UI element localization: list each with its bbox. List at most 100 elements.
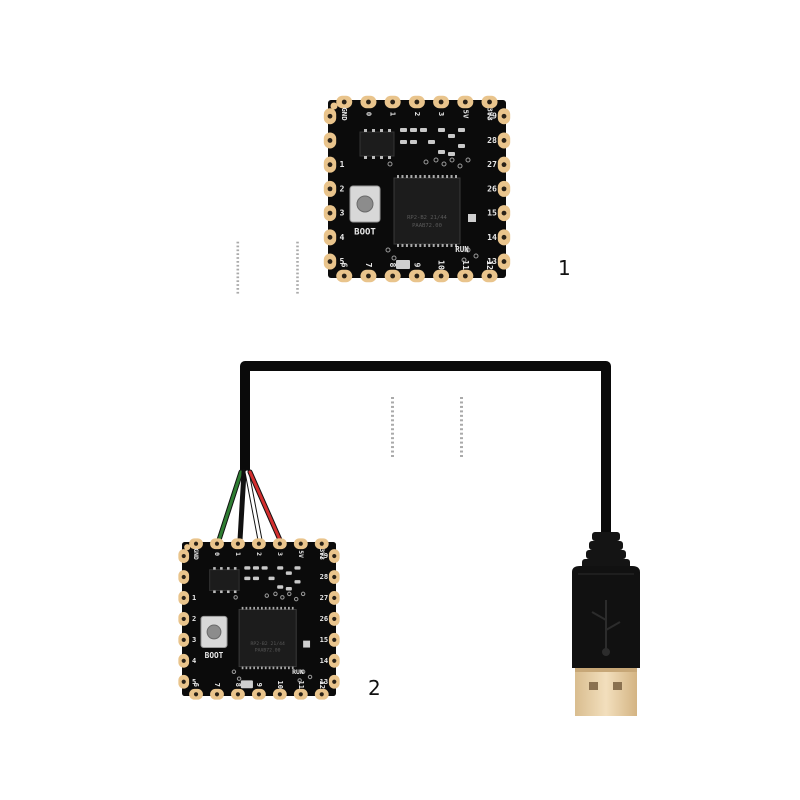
pad-top — [433, 95, 450, 109]
pad-left — [178, 549, 190, 563]
rp2040-chip — [393, 177, 461, 245]
pad-left — [178, 570, 190, 584]
cable-wires — [216, 469, 283, 543]
pad-bottom — [272, 688, 287, 700]
pad-bottom — [293, 688, 308, 700]
pin-label-bottom: 7 — [213, 683, 222, 687]
pin-label-left: 4 — [192, 656, 196, 665]
smd-component — [285, 571, 292, 575]
figure-label-2: 2 — [368, 676, 381, 700]
smd-component — [400, 140, 407, 144]
pad-right — [497, 229, 511, 246]
pad-bottom — [384, 269, 401, 283]
crystal — [240, 680, 253, 689]
pad-right — [328, 632, 340, 647]
pad-right — [497, 180, 511, 197]
pad-right — [328, 591, 340, 605]
smd-component — [252, 566, 259, 570]
flash-chip — [209, 569, 240, 591]
pad-left — [323, 156, 337, 173]
pin-label-right: 14 — [487, 232, 497, 242]
smd-component — [448, 134, 455, 138]
smd-component — [285, 586, 292, 591]
pin-label-left: 5 — [340, 256, 345, 266]
pin-label-right: 13 — [320, 677, 329, 686]
pin-label-top: 5V — [461, 110, 470, 119]
pad-bottom — [433, 269, 450, 283]
usb-a-plug — [572, 532, 640, 716]
pin-label-left: 2 — [192, 614, 196, 623]
pad-bottom — [314, 688, 329, 700]
boot-label: BOOT — [205, 651, 224, 660]
figure-label-1: 1 — [558, 256, 571, 280]
smd-component — [410, 140, 417, 144]
pin-label-left: 4 — [340, 232, 345, 242]
pad-left — [323, 132, 337, 149]
pad-top — [360, 95, 377, 109]
pad-top — [457, 95, 474, 109]
pin-label-left: 3 — [192, 635, 196, 644]
pad-bottom — [481, 269, 498, 283]
pin-label-bottom: 10 — [276, 680, 285, 689]
pin-label-right: 27 — [487, 159, 497, 169]
pad-left — [323, 205, 337, 222]
pad-right — [497, 205, 511, 222]
pin-label-bottom: 8 — [234, 683, 243, 687]
pad-bottom — [251, 688, 266, 700]
pin-label-top: 0 — [213, 552, 221, 556]
pad-top — [336, 95, 353, 109]
pin-label-top: 3 — [276, 552, 284, 556]
smd-component — [268, 576, 275, 581]
smd-component — [438, 150, 445, 154]
pin-label-top: 5V — [297, 550, 305, 558]
pad-left — [323, 180, 337, 197]
pad-top — [189, 538, 203, 550]
pad-right — [497, 156, 511, 173]
pin-label-top: 3V3 — [486, 107, 495, 120]
pad-bottom — [457, 269, 474, 283]
pin-label-bottom: 10 — [437, 260, 447, 270]
crystal — [396, 260, 410, 269]
pad-left — [178, 591, 190, 605]
pad-bottom — [360, 269, 377, 283]
pin-label-right: 26 — [487, 183, 497, 193]
pin-label-right: 13 — [487, 256, 497, 266]
smd-component — [244, 576, 251, 581]
smd-component — [458, 144, 465, 148]
pin-label-right: 28 — [320, 572, 329, 581]
pin-label-top: 3 — [437, 112, 446, 116]
smd-component — [410, 128, 417, 132]
chip-marking-2: PAAB72.00 — [412, 223, 442, 229]
pin-label-top: 1 — [234, 552, 242, 556]
pin-label-bottom: 9 — [255, 683, 264, 687]
smd-component — [244, 566, 251, 570]
pad-right — [328, 549, 340, 563]
smd-component — [294, 580, 301, 584]
pin-label-bottom: 11 — [297, 680, 306, 689]
smd-component — [261, 566, 268, 570]
pad-top — [272, 538, 287, 550]
pin-label-right: 26 — [320, 614, 329, 623]
pad-left — [178, 653, 190, 668]
pin-label-top: 3V3 — [318, 548, 326, 560]
pin-label-bottom: 12 — [318, 680, 327, 689]
pin-label-left: 1 — [192, 593, 196, 602]
smd-component — [400, 128, 407, 132]
pad-right — [328, 653, 340, 668]
pad-top — [384, 95, 401, 109]
smd-component — [438, 128, 445, 132]
pad-right — [497, 108, 511, 125]
pin-label-right: 28 — [487, 135, 497, 145]
pad-bottom — [189, 688, 203, 700]
pin-label-left: 2 — [340, 183, 345, 193]
strain-relief — [582, 532, 630, 569]
wire — [238, 470, 246, 542]
pin-label-top: 0 — [364, 112, 373, 116]
pin-label-left: 1 — [340, 159, 345, 169]
pin-label-right: 27 — [320, 593, 329, 602]
wire — [217, 470, 243, 542]
pin-label-top: 1 — [389, 112, 398, 117]
boot-label: BOOT — [354, 228, 376, 238]
